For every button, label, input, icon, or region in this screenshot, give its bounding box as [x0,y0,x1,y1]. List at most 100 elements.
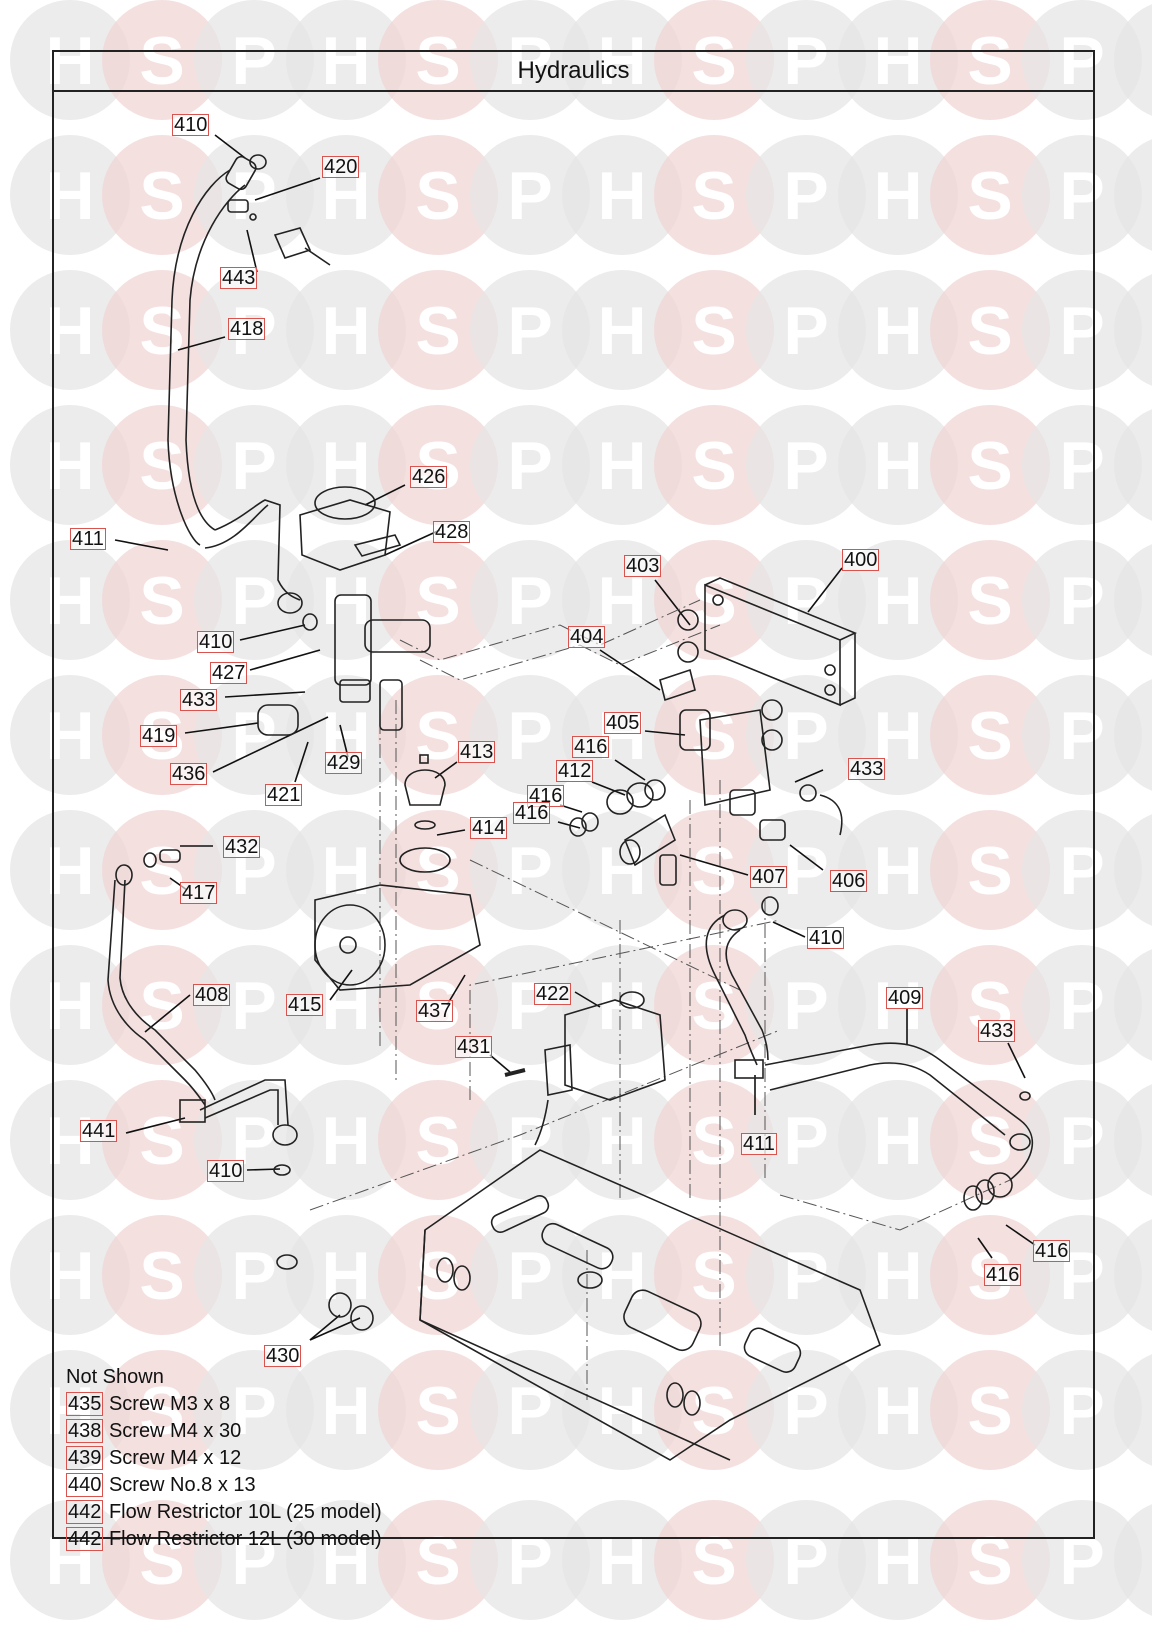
watermark-letter: P [1059,968,1104,1044]
part-callout-430[interactable]: 430 [264,1345,302,1367]
watermark-letter: S [139,1238,184,1314]
part-number-link[interactable]: 442 [66,1527,104,1551]
watermark-letter: P [783,1523,828,1599]
pump-415 [314,847,481,991]
watermark-letter: H [873,563,922,639]
assembly-guides [309,599,1011,1400]
watermark-letter: H [873,428,922,504]
watermark-letter: S [139,293,184,369]
watermark-circle [102,945,222,1065]
part-callout-433[interactable]: 433 [180,689,218,711]
part-callout-417[interactable]: 417 [180,882,218,904]
watermark-letter: H [873,293,922,369]
part-callout-404[interactable]: 404 [568,626,606,648]
part-callout-416[interactable]: 416 [984,1264,1022,1286]
part-callout-407[interactable]: 407 [750,866,788,888]
watermark-circle [1022,675,1142,795]
part-callout-411[interactable]: 411 [741,1133,777,1155]
watermark-letter: S [415,698,460,774]
part-callout-405[interactable]: 405 [604,712,642,734]
part-callout-410[interactable]: 410 [172,114,210,136]
watermark-letter: S [967,1103,1012,1179]
part-callout-428[interactable]: 428 [433,521,471,543]
watermark-letter: H [597,1523,646,1599]
watermark-letter: H [1149,1238,1152,1314]
part-callout-410[interactable]: 410 [207,1160,245,1182]
watermark-letter: S [967,293,1012,369]
watermark-letter: H [1149,293,1152,369]
part-callout-441[interactable]: 441 [80,1120,118,1142]
part-callout-433[interactable]: 433 [978,1020,1016,1042]
watermark-circle [102,405,222,525]
part-callout-411[interactable]: 411 [70,528,106,550]
part-callout-408[interactable]: 408 [193,984,231,1006]
part-callout-414[interactable]: 414 [470,817,508,839]
part-callout-410[interactable]: 410 [807,927,845,949]
watermark-letter: H [321,23,370,99]
watermark-letter: H [1149,968,1152,1044]
part-callout-415[interactable]: 415 [286,994,324,1016]
part-callout-406[interactable]: 406 [830,870,868,892]
watermark-circle [838,1215,958,1335]
part-number-link[interactable]: 440 [66,1473,104,1497]
seals-403 [677,609,783,751]
part-callout-420[interactable]: 420 [322,156,360,178]
watermark-letter: S [967,563,1012,639]
part-callout-409[interactable]: 409 [886,987,924,1009]
part-callout-443[interactable]: 443 [220,267,258,289]
part-callout-436[interactable]: 436 [170,763,208,785]
part-callout-416[interactable]: 416 [513,802,551,824]
part-callout-422[interactable]: 422 [534,983,572,1005]
watermark-letter: P [1059,1373,1104,1449]
watermark-circle [562,1350,682,1470]
part-number-link[interactable]: 435 [66,1392,104,1416]
part-number-link[interactable]: 438 [66,1419,104,1443]
watermark-circle [562,405,682,525]
part-callout-431[interactable]: 431 [455,1036,493,1058]
part-callout-416[interactable]: 416 [1033,1240,1071,1262]
watermark-letter: S [967,833,1012,909]
watermark-letter: P [507,698,552,774]
part-callout-418[interactable]: 418 [228,318,266,340]
watermark-circle [10,270,130,390]
watermark-circle [930,1500,1050,1620]
filter-412 [569,779,666,837]
watermark-circle [1114,679,1152,791]
watermark-letter: P [1059,698,1104,774]
part-callout-416[interactable]: 416 [572,736,610,758]
watermark-circle [654,135,774,255]
part-number-link[interactable]: 439 [66,1446,104,1470]
watermark-circle [470,945,590,1065]
watermark-circle [1022,1350,1142,1470]
part-callout-426[interactable]: 426 [410,466,448,488]
watermark-circle [838,405,958,525]
watermark-letter: P [231,1523,276,1599]
part-callout-413[interactable]: 413 [458,741,496,763]
watermark-letter: H [873,833,922,909]
part-description: Screw M4 x 30 [108,1420,242,1442]
part-callout-403[interactable]: 403 [624,555,662,577]
part-callout-433[interactable]: 433 [848,758,886,780]
part-callout-427[interactable]: 427 [210,662,248,684]
part-callout-410[interactable]: 410 [197,631,235,653]
watermark-letter: P [783,428,828,504]
not-shown-heading: Not Shown [66,1366,164,1388]
part-callout-412[interactable]: 412 [556,760,594,782]
watermark-letter: S [139,23,184,99]
watermark-letter: S [691,428,736,504]
part-number-link[interactable]: 442 [66,1500,104,1524]
watermark-letter: P [507,1523,552,1599]
part-callout-437[interactable]: 437 [416,1000,454,1022]
part-callout-419[interactable]: 419 [140,725,178,747]
watermark-circle [1114,1354,1152,1466]
watermark-circle [838,270,958,390]
watermark-circle [286,945,406,1065]
part-callout-432[interactable]: 432 [223,836,261,858]
part-callout-400[interactable]: 400 [842,549,880,571]
part-callout-421[interactable]: 421 [265,784,303,806]
watermark-letter: P [1059,428,1104,504]
tube-431 [504,1068,526,1077]
watermark-letter: H [1149,563,1152,639]
watermark-circle [654,810,774,930]
part-callout-429[interactable]: 429 [325,752,363,774]
